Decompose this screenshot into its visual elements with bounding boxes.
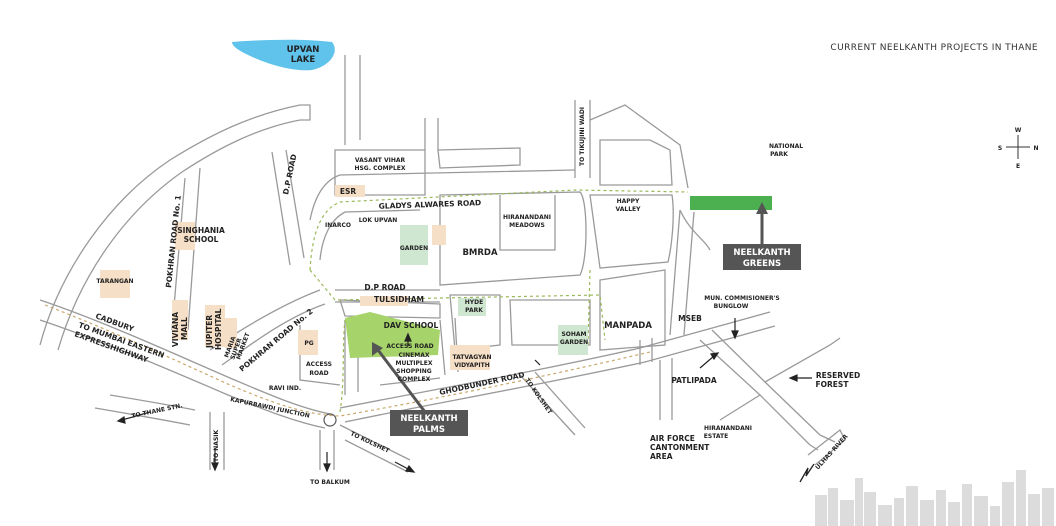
river-arrow-icon — [799, 463, 815, 483]
landmark-blocks — [100, 185, 588, 370]
neelkanth-greens-plot — [690, 196, 772, 210]
pg-label: PG — [304, 340, 313, 347]
reserved-forest-label-1: RESERVED — [816, 371, 860, 380]
kapurbawdi-junction-label: KAPURBAWDI JUNCTION — [230, 396, 311, 420]
ghodbunder-road-label: GHODBUNDER ROAD — [439, 370, 526, 397]
skyline-icon — [815, 470, 1054, 526]
to-kolshet-bottom-label: TO KOLSHET — [349, 430, 391, 455]
happy-valley-label-2: VALLEY — [616, 206, 642, 213]
manpada-label: MANPADA — [604, 321, 652, 331]
jupiter-label-2: HOSPITAL — [214, 308, 223, 350]
cinemax-label-2: MULTIPLEX — [396, 360, 433, 367]
happy-valley-label-1: HAPPY — [617, 198, 640, 205]
lake-label-1: UPVAN — [287, 45, 320, 55]
tarangan-label: TARANGAN — [96, 278, 133, 285]
viviana-label-2: MALL — [180, 317, 189, 340]
mseb-label: MSEB — [678, 314, 702, 323]
mun-commissioner-label-2: BUNGLOW — [714, 303, 749, 310]
highlight-route — [44, 189, 689, 417]
access-road-left-label-2: ROAD — [309, 370, 328, 377]
svg-text:PALMS: PALMS — [413, 425, 445, 435]
soham-garden-label-2: GARDEN — [560, 339, 588, 346]
mun-commissioner-label-1: MUN. COMMISIONER'S — [704, 295, 779, 302]
to-balkum-label: TO BALKUM — [310, 479, 350, 486]
neelkanth-palms-plot — [345, 312, 440, 358]
national-park-label-2: PARK — [770, 151, 788, 158]
bmrda-label: BMRDA — [462, 248, 498, 258]
lok-upvan-label: LOK UPVAN — [359, 217, 398, 224]
to-nasik-label: TO NASIK — [213, 429, 220, 462]
access-road-right-label: ACCESS ROAD — [386, 343, 433, 350]
hiranandani-meadows-label-1: HIRANANDANI — [503, 214, 551, 221]
dp-road-label: D.P ROAD — [364, 283, 405, 292]
reserved-forest-label-2: FOREST — [816, 380, 850, 389]
place-labels: VASANT VIHAR HSG. COMPLEX ESR SINGHANIA … — [94, 143, 860, 461]
upvan-lake — [232, 39, 335, 71]
tatvagyan-label-2: VIDYAPITH — [454, 362, 490, 369]
tatvagyan-label-1: TATVAGYAN — [452, 354, 491, 361]
soham-garden-label-1: SOHAM — [561, 331, 586, 338]
svg-text:NEELKANTH: NEELKANTH — [733, 248, 790, 258]
compass-north: N — [1033, 145, 1038, 152]
access-road-left-label-1: ACCESS — [306, 361, 332, 368]
direction-arrows — [116, 318, 812, 473]
hiranandani-estate-label-1: HIRANANDANI — [704, 425, 752, 432]
viviana-label-1: VIVIANA — [171, 312, 180, 347]
hiranandani-estate-label-2: ESTATE — [704, 433, 728, 440]
airforce-label-1: AIR FORCE — [650, 434, 695, 443]
jupiter-label-1: JUPITER — [205, 315, 214, 349]
singhania-label-2: SCHOOL — [184, 235, 219, 244]
national-park-label-1: NATIONAL — [769, 143, 803, 150]
ravi-label: RAVI IND. — [269, 385, 301, 392]
singhania-label-1: SINGHANIA — [177, 226, 225, 235]
garden-label: GARDEN — [400, 245, 428, 252]
airforce-label-3: AREA — [650, 452, 673, 461]
dav-school-label: DAV SCHOOL — [384, 321, 439, 330]
dp-road-vertical-label: D.P ROAD — [281, 153, 298, 195]
hyde-park-label-2: PARK — [465, 307, 483, 314]
gladys-alwares-road-label: GLADYS ALWARES ROAD — [379, 198, 482, 211]
compass-west: W — [1015, 127, 1022, 134]
svg-text:NEELKANTH: NEELKANTH — [400, 414, 457, 424]
patlipada-label: PATLIPADA — [671, 376, 717, 385]
tulsidham-label: TULSIDHAM — [374, 295, 424, 304]
tikujini-wadi-label: TO TIKUJINI WADI — [579, 107, 586, 166]
lake-label-2: LAKE — [291, 55, 316, 65]
compass-east: E — [1016, 163, 1020, 170]
vasant-vihar-label-2: HSG. COMPLEX — [354, 165, 405, 172]
ulhas-river-label: ULHAS RIVER — [814, 433, 850, 471]
road-network — [39, 55, 846, 473]
to-thane-station-label: TO THANE STN. — [131, 402, 183, 420]
neelkanth-greens-label: NEELKANTH GREENS — [723, 244, 801, 270]
hiranandani-meadows-label-2: MEADOWS — [509, 222, 545, 229]
project-pointer-arrows — [372, 202, 768, 413]
esr-label: ESR — [340, 187, 357, 196]
cinemax-label-1: CINEMAX — [399, 352, 430, 359]
compass-icon: W N S E — [998, 127, 1039, 170]
cinemax-label-4: COMPLEX — [398, 376, 431, 383]
hyde-park-label-1: HYDE — [465, 299, 483, 306]
map-title: CURRENT NEELKANTH PROJECTS IN THANE — [830, 43, 1038, 53]
airforce-label-2: CANTONMENT — [650, 443, 710, 452]
compass-south: S — [998, 145, 1002, 152]
to-kolshet-right-label: TO KOLSHET — [523, 377, 553, 416]
svg-text:GREENS: GREENS — [743, 259, 781, 269]
vasant-vihar-label-1: VASANT VIHAR — [355, 157, 406, 164]
neelkanth-palms-label: NEELKANTH PALMS — [390, 410, 468, 436]
cinemax-label-3: SHOPPING — [396, 368, 431, 375]
inarco-label: INARCO — [325, 222, 351, 229]
